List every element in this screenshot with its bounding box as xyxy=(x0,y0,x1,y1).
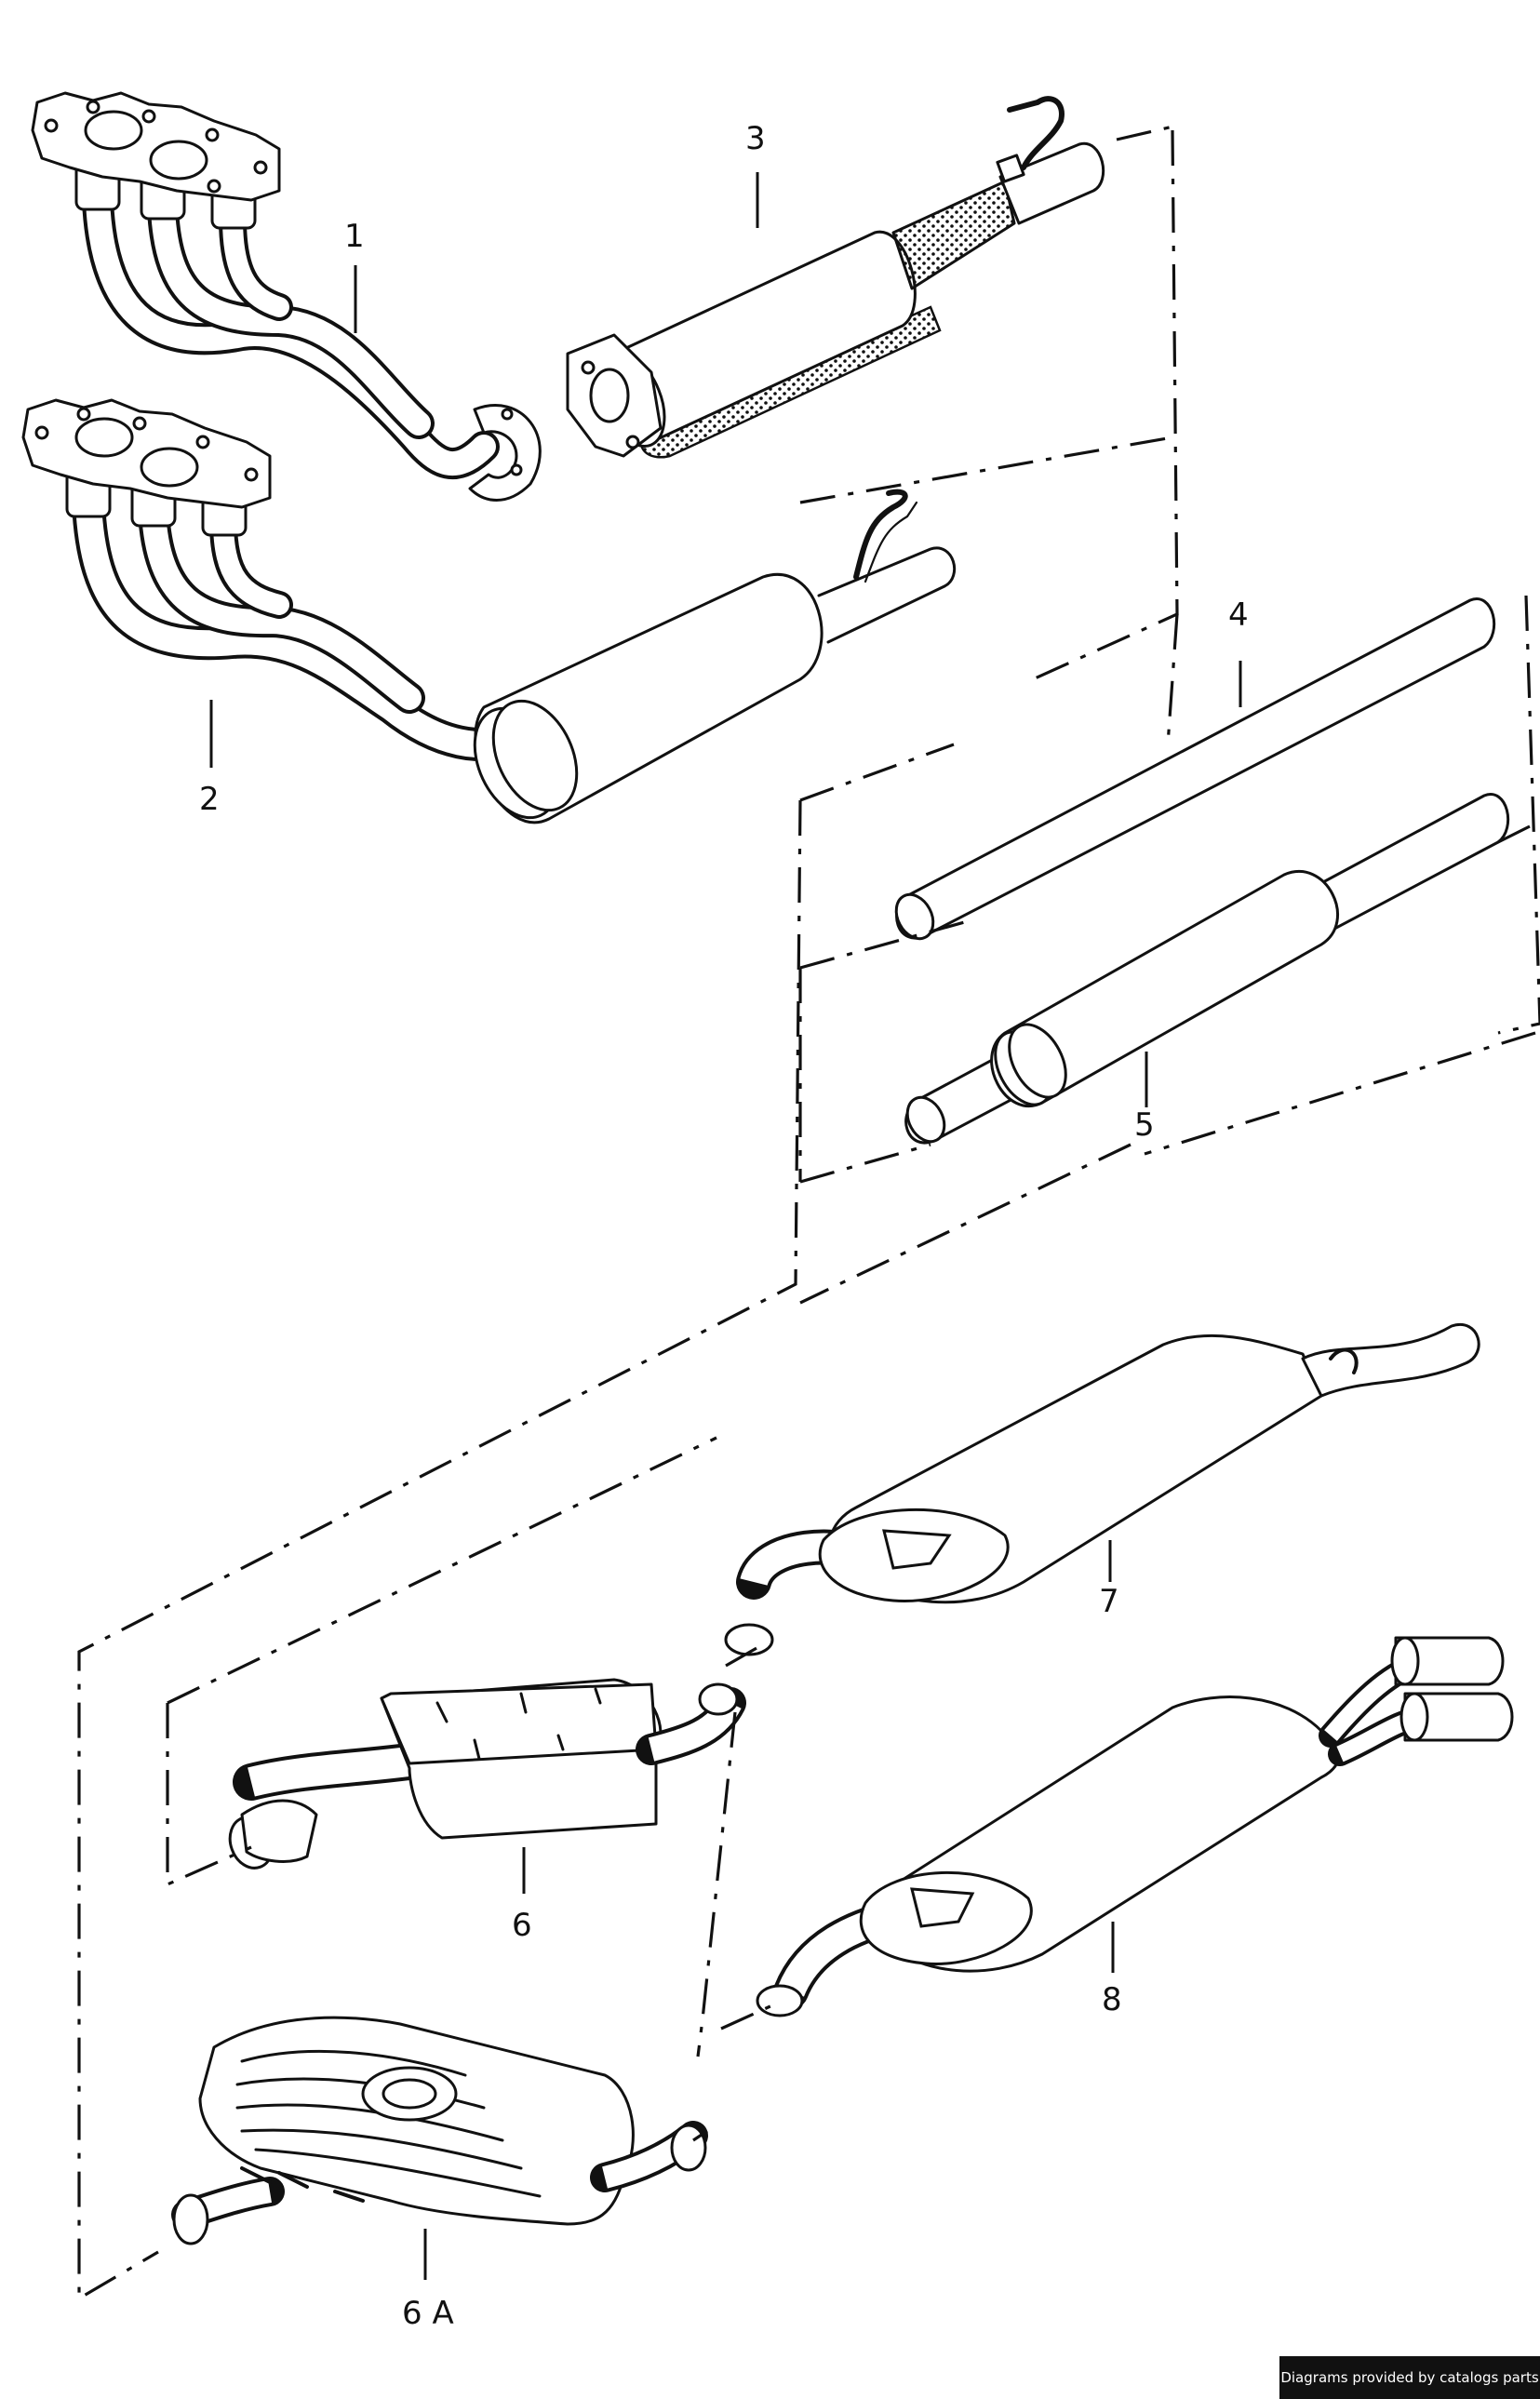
part-7-rear-silencer[interactable] xyxy=(724,1322,1480,1656)
callout-6a: 6 A xyxy=(402,2295,454,2332)
part-2-front-pipe-silencer[interactable] xyxy=(21,398,957,831)
assembly-lines xyxy=(77,124,1540,2301)
callout-7: 7 xyxy=(1099,1583,1119,1620)
part-5-middle-silencer[interactable] xyxy=(900,793,1510,1148)
callout-3: 3 xyxy=(745,120,766,157)
part-6a-rear-silencer[interactable] xyxy=(171,2016,708,2245)
callouts: 1 2 3 4 5 6 6 A 7 8 xyxy=(199,120,1249,2332)
callout-6: 6 xyxy=(512,1907,532,1944)
credit-badge: Diagrams provided by catalogs parts xyxy=(1279,2356,1540,2399)
part-8-rear-silencer-twin[interactable] xyxy=(756,1636,1514,2017)
callout-4: 4 xyxy=(1228,596,1249,634)
part-1-front-pipe[interactable] xyxy=(31,91,542,502)
part-3-catalytic-converter[interactable] xyxy=(566,96,1105,459)
callout-5: 5 xyxy=(1134,1106,1155,1144)
callout-1: 1 xyxy=(344,218,365,255)
callout-2: 2 xyxy=(199,781,220,818)
callout-8: 8 xyxy=(1102,1981,1122,2018)
part-4-intermediate-pipe[interactable] xyxy=(889,597,1496,945)
part-6-rear-silencer[interactable] xyxy=(223,1678,746,1874)
leader-lines xyxy=(209,172,1242,2280)
